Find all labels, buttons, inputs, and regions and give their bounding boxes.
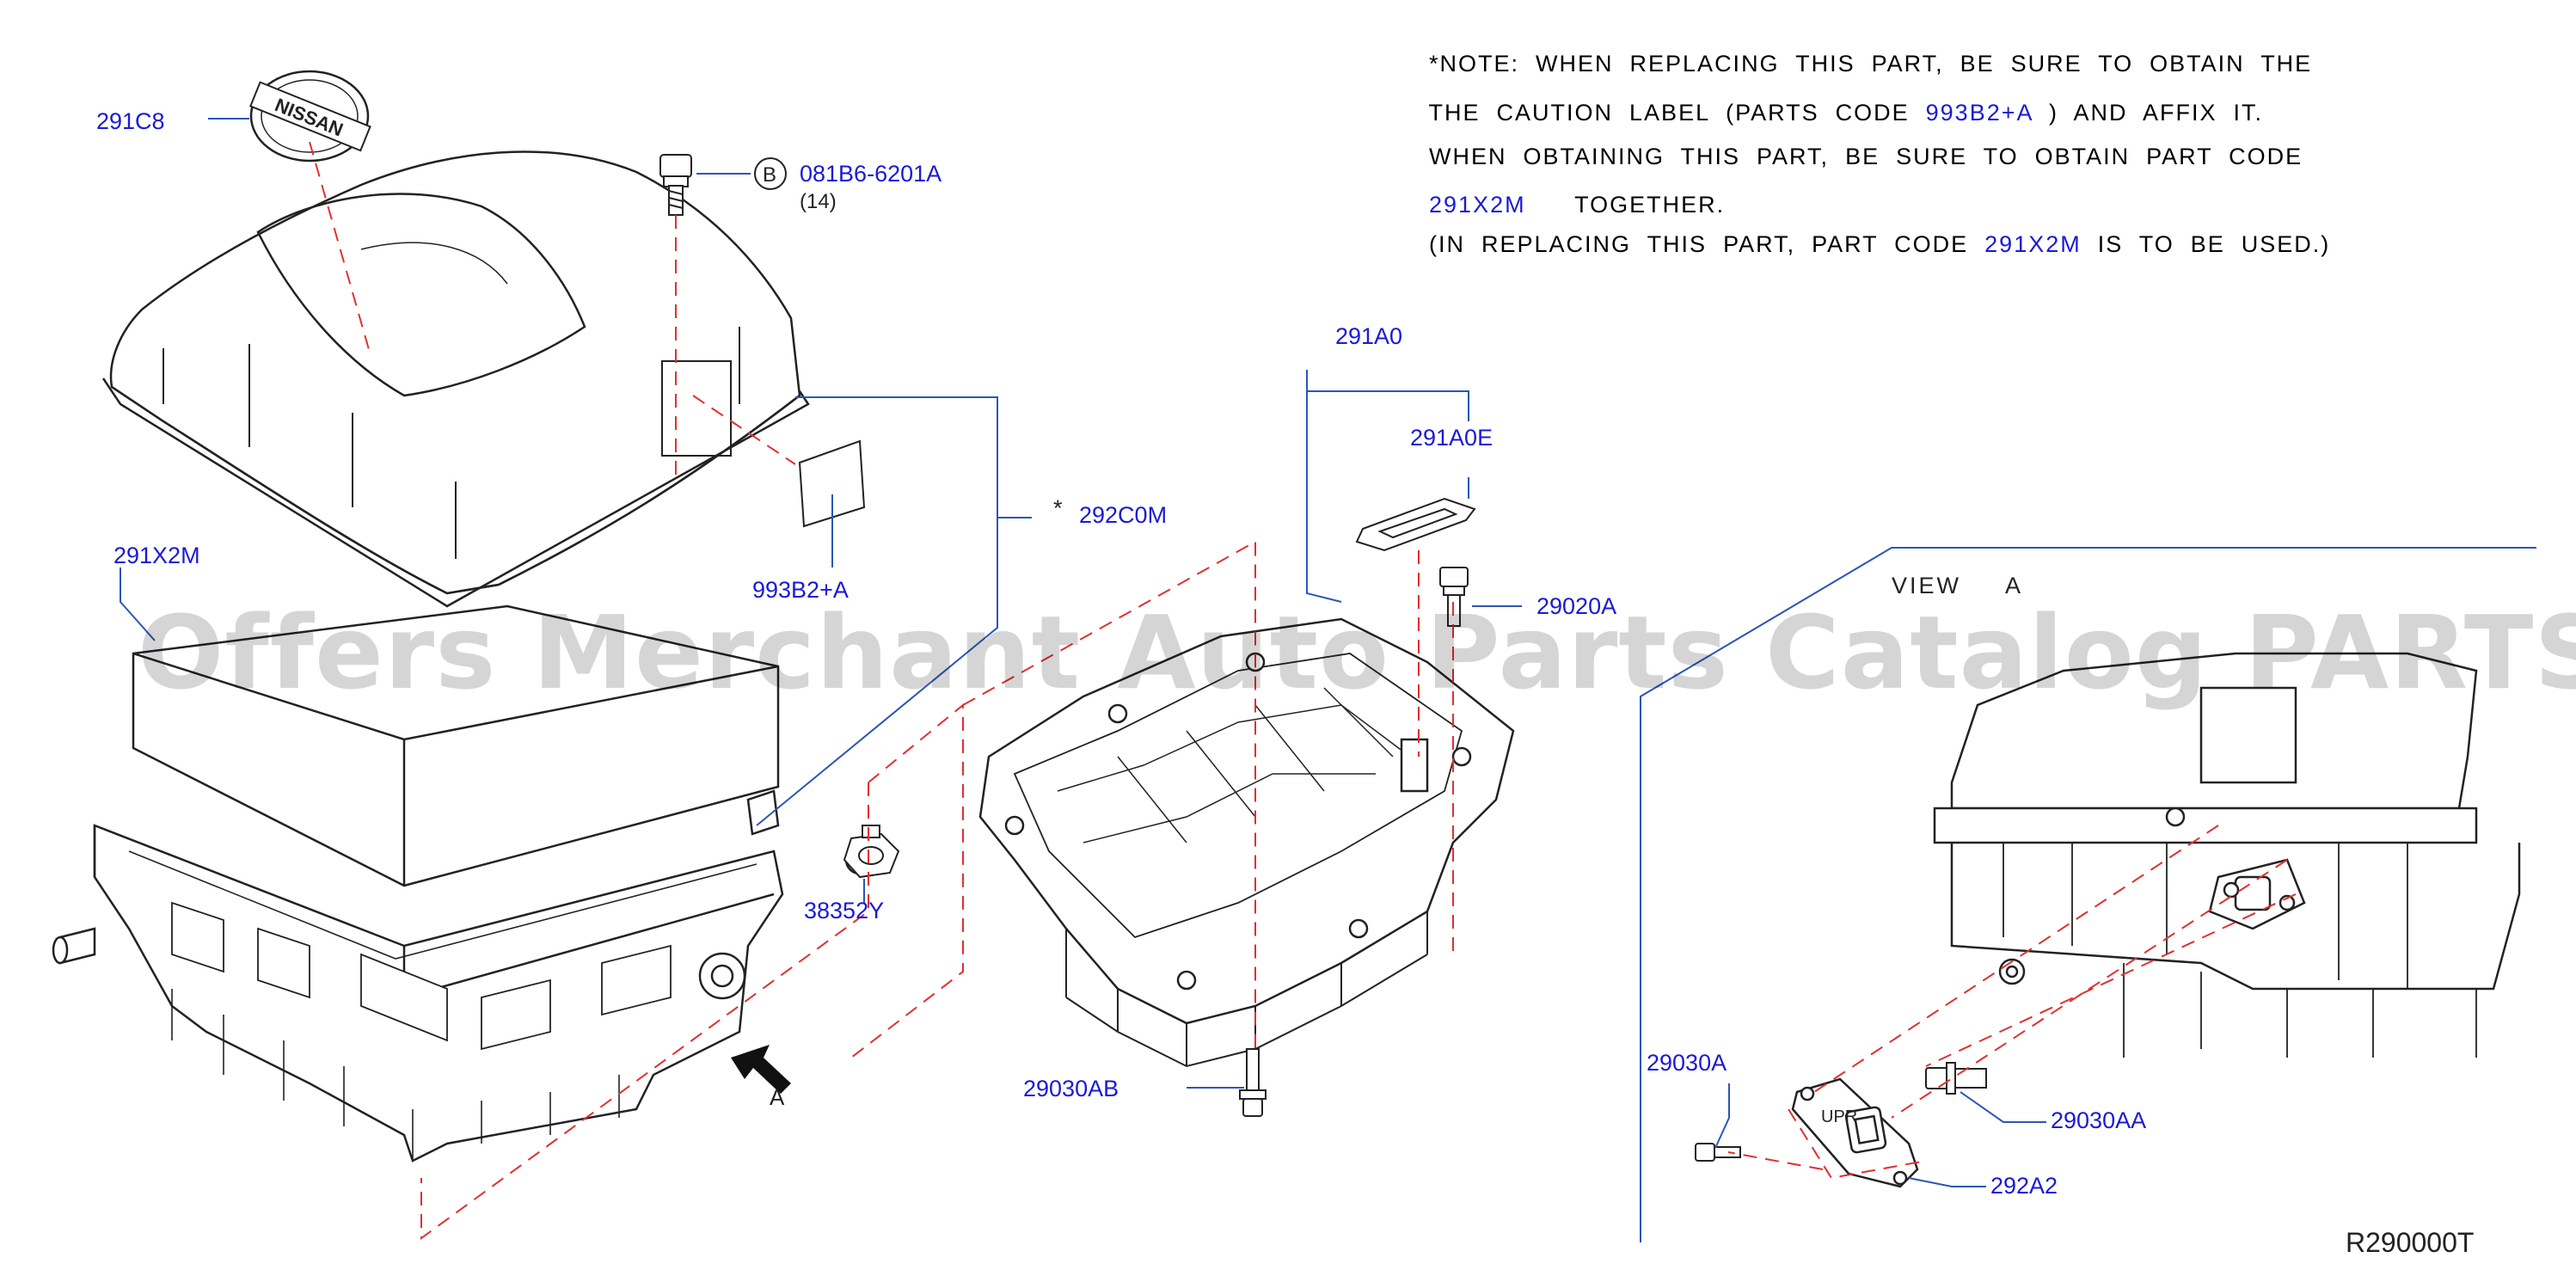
callout-291a0[interactable]: 291A0 [1335, 323, 1402, 349]
bolt-29030ab-icon [1239, 1048, 1267, 1117]
callout-b-circle-icon [754, 157, 787, 190]
callout-38352y[interactable]: 38352Y [804, 898, 884, 923]
note-line-4-text: TOGETHER. [1525, 192, 1726, 218]
caution-label-plate [798, 439, 866, 528]
gasket-291a0e-icon [1355, 497, 1476, 552]
inverter-assembly [52, 789, 875, 1163]
watermark-text: Offers Merchant Auto Parts Catalog PARTS… [138, 593, 2576, 712]
callout-labels: 291C8 B 081B6-6201A (14) 993B2+A * 292C0… [96, 108, 2146, 1199]
callout-29030ab[interactable]: 29030AB [1023, 1076, 1119, 1101]
view-a-arrow-icon [731, 1045, 791, 1094]
note-part-code-291x2m[interactable]: 291X2M [1429, 192, 1526, 218]
callout-29030aa[interactable]: 29030AA [2051, 1107, 2146, 1133]
upr-label: UPR [1821, 1107, 1857, 1126]
note-line-4: 291X2M TOGETHER. [1396, 165, 1725, 245]
callout-291a0e[interactable]: 291A0E [1410, 425, 1493, 451]
phantom-lines [309, 141, 2297, 1240]
callout-292c0m[interactable]: 292C0M [1079, 502, 1167, 528]
note-line-3: WHEN OBTAINING THIS PART, BE SURE TO OBT… [1396, 117, 2303, 197]
callout-291x2m[interactable]: 291X2M [113, 543, 200, 568]
note-line-2-text-b: ) AND AFFIX IT. [2033, 100, 2264, 126]
note-line-1-text: *NOTE: WHEN REPLACING THIS PART, BE SURE… [1429, 51, 2313, 77]
bolt-29030a-icon [1695, 1143, 1741, 1162]
note-line-2-text-a: THE CAUTION LABEL (PARTS CODE [1428, 100, 1926, 126]
note-part-code-993b2[interactable]: 993B2+A [1925, 100, 2033, 126]
bolt-29030aa-icon [1925, 1062, 1987, 1095]
arrow-a-label: A [770, 1084, 785, 1110]
note-line-5-text-b: IS TO BE USED.) [2081, 231, 2331, 257]
callout-081b6-qty: (14) [800, 190, 837, 213]
note-part-code-291x2m-2[interactable]: 291X2M [1984, 231, 2082, 257]
note-line-3-text: WHEN OBTAINING THIS PART, BE SURE TO OBT… [1429, 144, 2303, 169]
callout-081b6-6201a[interactable]: 081B6-6201A [800, 161, 941, 187]
view-a-assembly [1933, 652, 2521, 1058]
note-line-2: THE CAUTION LABEL (PARTS CODE 993B2+A ) … [1396, 73, 2263, 153]
note-line-5-text-a: (IN REPLACING THIS PART, PART CODE [1429, 231, 1985, 257]
callout-292c0m-star: * [1053, 495, 1063, 521]
callout-29030a[interactable]: 29030A [1647, 1050, 1727, 1076]
capacitor-module-box [132, 604, 780, 887]
note-line-1: *NOTE: WHEN REPLACING THIS PART, BE SURE… [1396, 24, 2312, 104]
callout-292a2[interactable]: 292A2 [1990, 1173, 2058, 1199]
callout-993b2-a[interactable]: 993B2+A [752, 577, 849, 603]
cover-292a2-icon [1791, 1077, 1919, 1188]
view-a-label: VIEW A [1892, 573, 2023, 598]
leader-lines [120, 118, 2536, 1242]
nut-38352y-icon [843, 825, 900, 879]
bolt-081b6-icon [659, 154, 692, 216]
inverter-base-plate [978, 617, 1515, 1068]
inverter-cover [101, 150, 810, 608]
callout-29020a[interactable]: 29020A [1536, 593, 1616, 619]
note-line-5: (IN REPLACING THIS PART, PART CODE 291X2… [1396, 205, 2330, 285]
callout-b-letter: B [763, 163, 776, 187]
callout-291c8[interactable]: 291C8 [96, 108, 165, 134]
diagram-code: R290000T [2346, 1227, 2474, 1258]
nissan-badge: NISSAN [249, 70, 371, 163]
